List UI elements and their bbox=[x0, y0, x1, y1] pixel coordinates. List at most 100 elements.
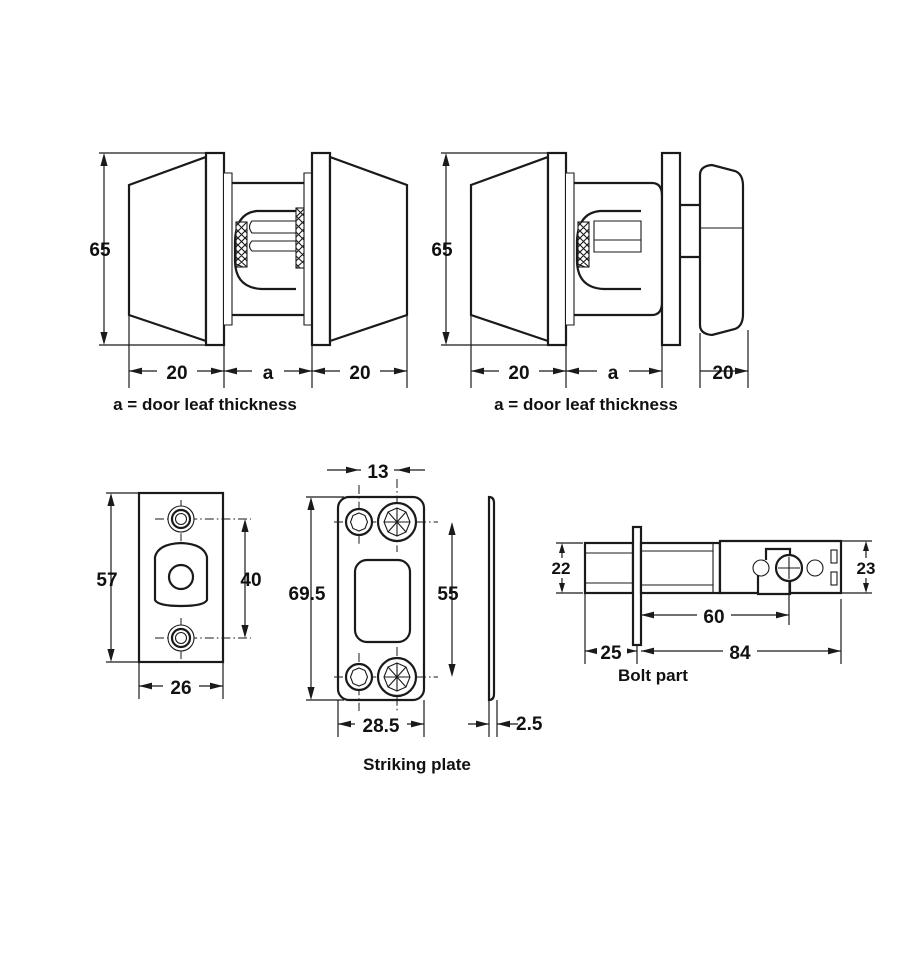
view-knob-with-thumbturn: 65 20 a 20 a = door leaf thickness bbox=[431, 151, 749, 414]
sp-arrow-285-r bbox=[411, 720, 424, 728]
bolt-tongue bbox=[583, 541, 635, 595]
fp-arrow-40-top bbox=[241, 519, 249, 532]
bolt-hub-right-hole bbox=[806, 559, 824, 577]
arrow-20l-b bbox=[211, 367, 224, 375]
caption-view2: a = door leaf thickness bbox=[494, 395, 678, 414]
v2-dim-label-height-65: 65 bbox=[431, 240, 453, 261]
v2-thumbturn-knob bbox=[698, 163, 745, 337]
bp-dim-label-22: 22 bbox=[552, 559, 571, 578]
sp-dim-label-thickness-25: 2.5 bbox=[516, 714, 543, 735]
sp-dim-label-bg-13 bbox=[361, 457, 394, 483]
v2-left-rose-plate bbox=[546, 151, 568, 347]
sp-arrow-285-l bbox=[338, 720, 351, 728]
bolt-case-slot-bottom bbox=[830, 571, 838, 586]
v2-arrow-20l-b bbox=[553, 367, 566, 375]
sp-arrow-695-bottom bbox=[307, 687, 315, 700]
arrow-20l-a bbox=[129, 367, 142, 375]
arrow-a-b bbox=[299, 367, 312, 375]
bp-arrow-25-r bbox=[624, 647, 637, 655]
fp-dim-label-57: 57 bbox=[96, 570, 117, 591]
sp-arrow-55-bottom bbox=[448, 664, 456, 677]
arrow-20r-a bbox=[312, 367, 325, 375]
left-rose-collar bbox=[224, 172, 233, 326]
dim-label-height-65: 65 bbox=[89, 240, 111, 261]
v2-knurl-hatch bbox=[577, 221, 590, 268]
sp-br-torx-spokes bbox=[384, 663, 410, 691]
fp-arrow-57-bottom bbox=[107, 649, 115, 662]
spindle-bar bbox=[248, 220, 297, 234]
caption-bolt-part: Bolt part bbox=[618, 666, 688, 685]
sp-dim-label-695: 69.5 bbox=[289, 584, 326, 605]
v2-left-knob-cone bbox=[469, 155, 550, 343]
sp-arrow-13-l bbox=[346, 466, 359, 474]
sp-dim-label-bg-285 bbox=[355, 711, 407, 737]
v2-right-rose-plate bbox=[660, 151, 682, 347]
bp-dim-label-60: 60 bbox=[703, 607, 724, 628]
view-striking-plate: 13 69.5 55 28.5 bbox=[289, 457, 543, 774]
left-knob-cone bbox=[127, 155, 208, 343]
caption-view1: a = door leaf thickness bbox=[113, 395, 297, 414]
sp-dim-label-55: 55 bbox=[437, 584, 459, 605]
sp-edge-view bbox=[487, 495, 496, 702]
bp-dim-label-bg-84 bbox=[723, 638, 757, 664]
v2-body-cap bbox=[651, 181, 664, 317]
bp-dim-label-bg-23 bbox=[851, 558, 881, 578]
right-knob-cone bbox=[328, 155, 409, 343]
sp-dim-label-13: 13 bbox=[367, 462, 388, 483]
bp-arrow-25-l bbox=[585, 647, 598, 655]
arrow-20r-b bbox=[394, 367, 407, 375]
fp-dim-label-bg-26 bbox=[163, 673, 199, 699]
arrow-65-top bbox=[100, 153, 108, 166]
bp-dim-label-bg-22 bbox=[546, 558, 576, 578]
dim-label-door-leaf-a: a bbox=[263, 363, 274, 384]
v2-left-rose-collar bbox=[566, 172, 575, 326]
face-plate-bottom-hole-inner bbox=[174, 631, 188, 645]
bp-arrow-60-r bbox=[776, 611, 789, 619]
view-bolt-part: 22 23 60 25 bbox=[546, 525, 881, 685]
bp-arrow-23-bottom bbox=[863, 583, 869, 593]
dim-label-right-20: 20 bbox=[349, 363, 370, 384]
dim-label-left-20: 20 bbox=[166, 363, 187, 384]
bp-dim-label-25: 25 bbox=[600, 643, 622, 664]
sp-arrow-25-r bbox=[497, 720, 510, 728]
v2-arrow-a-b bbox=[649, 367, 662, 375]
bolt-case-slot-top bbox=[830, 549, 838, 564]
v2-dim-label-door-leaf-a: a bbox=[608, 363, 619, 384]
spindle-bar-lower bbox=[248, 240, 297, 252]
right-rose-collar bbox=[303, 172, 312, 326]
v2-arrow-20t-b bbox=[735, 367, 748, 375]
bp-arrow-22-bottom bbox=[559, 583, 565, 593]
bp-arrow-60-l bbox=[641, 611, 654, 619]
right-rose-plate bbox=[310, 151, 332, 347]
bp-arrow-23-top bbox=[863, 541, 869, 551]
bolt-hub-cross bbox=[778, 557, 800, 579]
bp-dim-label-bg-60 bbox=[697, 602, 731, 628]
v2-spindle-bar bbox=[593, 220, 642, 253]
bp-dim-label-23: 23 bbox=[857, 559, 876, 578]
dim-label-bg-20r bbox=[340, 358, 380, 384]
bp-dim-label-bg-25 bbox=[597, 638, 627, 664]
sp-arrow-55-top bbox=[448, 522, 456, 535]
sp-dim-label-285: 28.5 bbox=[363, 716, 400, 737]
fp-arrow-57-top bbox=[107, 493, 115, 506]
bolt-hub-left-hole bbox=[752, 559, 770, 577]
face-plate-center-hole bbox=[167, 563, 195, 591]
bp-arrow-84-l bbox=[641, 647, 654, 655]
v2-arrow-a-a bbox=[566, 367, 579, 375]
v2-arrow-20l-a bbox=[471, 367, 484, 375]
face-plate-top-hole-inner bbox=[174, 512, 188, 526]
sp-tl-torx bbox=[349, 512, 369, 532]
bolt-forend-plate bbox=[631, 525, 643, 647]
v2-dim-label-left-20: 20 bbox=[508, 363, 529, 384]
sp-bl-torx bbox=[349, 667, 369, 687]
bp-arrow-84-r bbox=[828, 647, 841, 655]
sp-arrow-695-top bbox=[307, 497, 315, 510]
v2-dim-label-thumbturn-20: 20 bbox=[712, 363, 733, 384]
fp-arrow-26-r bbox=[210, 682, 223, 690]
sp-tr-torx-spokes bbox=[384, 508, 410, 536]
sp-arrow-13-r bbox=[397, 466, 410, 474]
sp-center-aperture bbox=[353, 558, 412, 644]
bp-dim-label-84: 84 bbox=[729, 643, 751, 664]
